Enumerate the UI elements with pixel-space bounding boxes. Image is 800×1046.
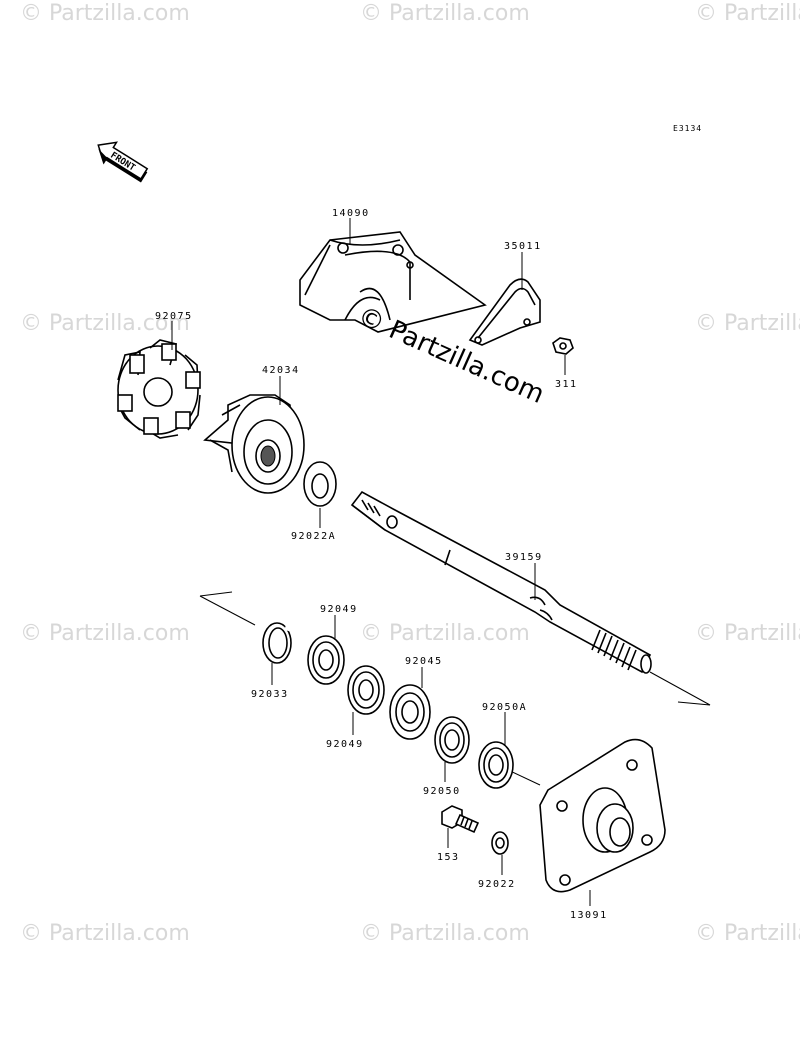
part-label: 311	[555, 379, 578, 390]
diagram-code: E3134	[673, 124, 702, 133]
part-label: 92050	[423, 786, 461, 797]
part-label: 39159	[505, 552, 543, 563]
watermark-text: © Partzilla.com	[360, 921, 530, 946]
part-92022-washer	[491, 831, 509, 855]
part-39159-shaft	[350, 490, 652, 674]
part-label: 92049	[320, 604, 358, 615]
part-35011-bracket	[468, 278, 541, 346]
part-13091-housing	[539, 738, 666, 893]
watermark-text: © Partzilla.com	[695, 1, 800, 26]
part-92050a-seal	[478, 741, 514, 789]
part-labels: 14090 35011 311 92075 42034 92022A 39159…	[155, 208, 608, 921]
watermark-text: © Partzilla.com	[360, 621, 530, 646]
part-42034-impeller	[203, 394, 305, 494]
watermark-text: © Partzilla.com	[20, 621, 190, 646]
part-92033-circlip	[262, 622, 293, 664]
part-label: 13091	[570, 910, 608, 921]
part-14090-cover	[299, 231, 487, 333]
watermark-text: © Partzilla.com	[20, 1, 190, 26]
part-label: 14090	[332, 208, 370, 219]
watermark-text: © Partzilla.com	[20, 921, 190, 946]
part-label: 92045	[405, 656, 443, 667]
part-label: 92049	[326, 739, 364, 750]
part-label: 92075	[155, 311, 193, 322]
watermark-text: © Partzilla.com	[695, 621, 800, 646]
part-92049-bearing-upper	[307, 635, 345, 685]
part-label: 92033	[251, 689, 289, 700]
part-label: 92050A	[482, 702, 527, 713]
part-153-bolt	[441, 805, 480, 834]
part-label: 153	[437, 852, 460, 863]
part-92045-bearing	[389, 684, 431, 740]
part-92050-seal	[434, 716, 470, 764]
watermark-text: © Partzilla.com	[360, 1, 530, 26]
watermark-text: © Partzilla.com	[20, 311, 190, 336]
part-label: 92022A	[291, 531, 336, 542]
part-311-nut	[552, 337, 574, 355]
leader-lines	[171, 218, 591, 906]
watermark-text: © Partzilla.com	[695, 311, 800, 336]
part-label: 92022	[478, 879, 516, 890]
watermark-text: © Partzilla.com	[695, 921, 800, 946]
part-92022a-washer	[303, 461, 337, 507]
part-label: 42034	[262, 365, 300, 376]
part-92049-bearing-lower	[347, 665, 385, 715]
part-label: 35011	[504, 241, 542, 252]
front-arrow-icon: FRONT	[97, 141, 149, 183]
assembly-axis	[199, 591, 711, 786]
watermark-pattern: © Partzilla.com © Partzilla.com © Partzi…	[20, 1, 800, 946]
part-92075-coupling	[117, 339, 201, 439]
